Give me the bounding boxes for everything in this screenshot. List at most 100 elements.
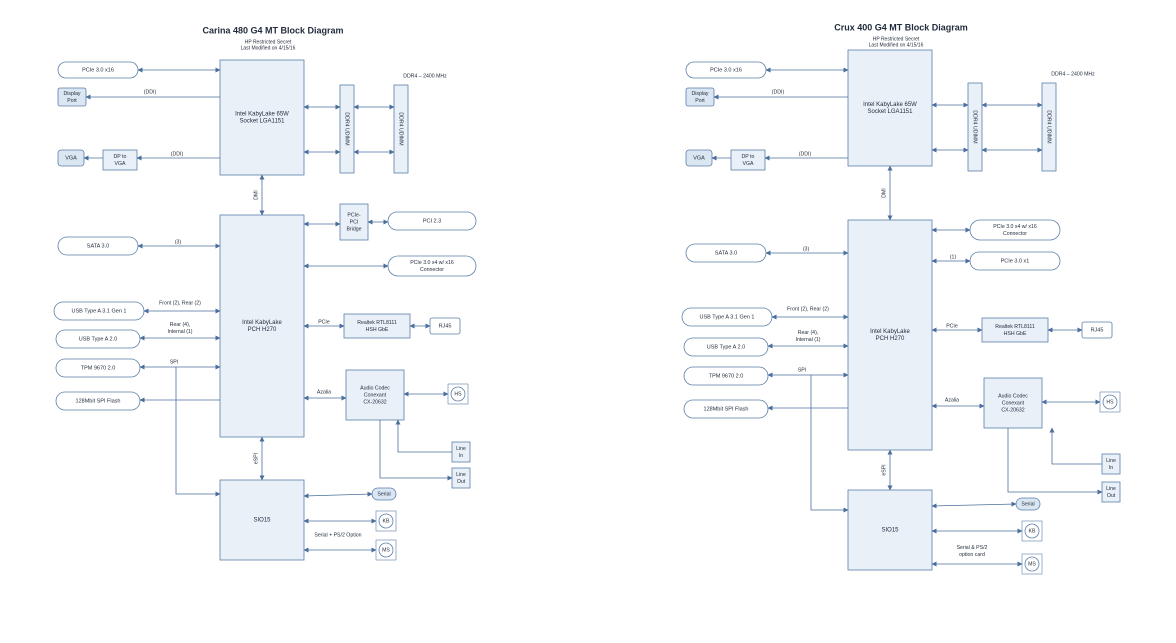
svg-text:PCIe: PCIe	[318, 319, 330, 325]
svg-text:eSPI: eSPI	[881, 464, 887, 475]
svg-text:KB: KB	[383, 518, 390, 524]
d0-ddi-label-1: (DDI)	[144, 89, 157, 95]
d0-ms-port: MS	[375, 539, 397, 561]
d1-diagram-title: Crux 400 G4 MT Block Diagram	[834, 22, 968, 32]
svg-text:Serial + PS/2 Option: Serial + PS/2 Option	[314, 532, 361, 538]
svg-text:Realtek RTL8111: Realtek RTL8111	[995, 324, 1035, 330]
svg-text:Out: Out	[457, 479, 466, 485]
svg-text:In: In	[459, 453, 463, 459]
svg-text:DDR4 UDIMM: DDR4 UDIMM	[398, 112, 404, 145]
d0-ddr-label: DDR4 – 2400 MHz	[403, 73, 447, 79]
svg-text:In: In	[1109, 465, 1113, 471]
svg-text:USB Type A 3.1 Gen 1: USB Type A 3.1 Gen 1	[700, 314, 755, 320]
d1-serial: Serial	[1015, 497, 1041, 511]
svg-text:Intel KabyLake: Intel KabyLake	[870, 329, 910, 335]
svg-text:SATA 3.0: SATA 3.0	[87, 243, 109, 249]
svg-text:SATA 3.0: SATA 3.0	[715, 250, 737, 256]
d0-sio-block: SIO15	[219, 479, 305, 561]
svg-text:PCI: PCI	[350, 219, 359, 225]
svg-text:Display: Display	[63, 91, 80, 97]
svg-text:Azalia: Azalia	[317, 389, 331, 395]
svg-text:Bridge: Bridge	[347, 226, 362, 232]
d1-usb20-label: Rear (4),Internal (1)	[795, 330, 820, 343]
d1-espi-label: eSPI	[881, 464, 887, 475]
d0-espi-label: eSPI	[253, 453, 259, 464]
d0-azalia-label: Azalia	[317, 389, 331, 395]
svg-text:Conexant: Conexant	[1002, 400, 1025, 406]
svg-text:PCIe 3.0 x4 w/ x16: PCIe 3.0 x4 w/ x16	[410, 260, 454, 266]
svg-text:Connector: Connector	[420, 267, 444, 273]
svg-text:Line: Line	[456, 472, 466, 478]
svg-text:SPI: SPI	[798, 367, 806, 373]
svg-text:Realtek RTL8111: Realtek RTL8111	[357, 320, 397, 326]
d0-hs-jack: HS	[447, 383, 469, 405]
svg-text:USB Type A 2.0: USB Type A 2.0	[79, 336, 117, 342]
d1-sata: SATA 3.0	[685, 243, 767, 263]
svg-text:DMI: DMI	[881, 188, 887, 198]
d1-spi-label: SPI	[798, 367, 806, 373]
d1-dimm-1: DDR4 UDIMM	[967, 82, 983, 172]
d0-spi-label: SPI	[170, 359, 178, 365]
svg-text:128Mbit SPI Flash: 128Mbit SPI Flash	[704, 406, 749, 412]
d0-serial: Serial	[371, 487, 397, 501]
svg-text:DMI: DMI	[253, 190, 259, 200]
d1-sata-count: (3)	[803, 246, 810, 252]
svg-text:VGA: VGA	[65, 155, 77, 161]
svg-text:(3): (3)	[803, 246, 810, 252]
d1-subtitle-restricted: HP Restricted Secret	[873, 36, 920, 42]
svg-text:KB: KB	[1029, 528, 1036, 534]
d1-usb31-label: Front (2), Rear (2)	[787, 306, 829, 312]
svg-text:eSPI: eSPI	[253, 453, 259, 464]
svg-text:MS: MS	[382, 547, 390, 553]
d1-serial-edge	[931, 501, 1017, 509]
svg-text:DDR4 UDIMM: DDR4 UDIMM	[1046, 110, 1052, 143]
d1-pcie-x1: PCIe 3.0 x1	[969, 251, 1061, 271]
svg-text:(DDI): (DDI)	[171, 151, 184, 157]
d0-line-in-edge	[395, 419, 452, 453]
d0-usb31-label: Front (2), Rear (2)	[159, 300, 201, 306]
d0-dmi-label: DMI	[253, 190, 259, 200]
svg-text:Carina 480 G4 MT Block Diagram: Carina 480 G4 MT Block Diagram	[202, 25, 343, 35]
d1-ddr-label: DDR4 – 2400 MHz	[1051, 71, 1095, 77]
svg-text:CX-20632: CX-20632	[1001, 407, 1024, 413]
d0-usb31: USB Type A 3.1 Gen 1	[53, 301, 145, 321]
d1-usb31: USB Type A 3.1 Gen 1	[681, 307, 773, 327]
svg-text:Connector: Connector	[1003, 231, 1027, 237]
svg-text:Intel KabyLake: Intel KabyLake	[242, 320, 282, 326]
svg-text:Line: Line	[456, 446, 466, 452]
svg-text:DDR4 UDIMM: DDR4 UDIMM	[344, 112, 350, 145]
d1-pcie-x16: PCIe 3.0 x16	[685, 61, 767, 79]
svg-text:PCIe-: PCIe-	[347, 212, 361, 218]
svg-text:SPI: SPI	[170, 359, 178, 365]
svg-text:VGA: VGA	[115, 161, 126, 167]
svg-text:Azalia: Azalia	[945, 397, 959, 403]
svg-text:Conexant: Conexant	[364, 392, 387, 398]
d0-dimm-2: DDR4 UDIMM	[393, 84, 409, 174]
d1-usb20: USB Type A 2.0	[683, 337, 769, 357]
d1-rj45: RJ45	[1081, 321, 1113, 339]
svg-text:(1): (1)	[950, 254, 957, 260]
d1-vga: VGA	[685, 149, 713, 167]
svg-text:HP Restricted Secret: HP Restricted Secret	[873, 36, 920, 42]
svg-text:option card: option card	[959, 552, 985, 558]
svg-text:SIO15: SIO15	[881, 528, 899, 534]
svg-text:VGA: VGA	[743, 161, 754, 167]
svg-text:Intel KabyLake 65W: Intel KabyLake 65W	[235, 112, 289, 118]
svg-text:Audio Codec: Audio Codec	[360, 385, 390, 391]
svg-text:Audio Codec: Audio Codec	[998, 393, 1028, 399]
svg-text:RJ45: RJ45	[1091, 327, 1104, 333]
svg-text:Port: Port	[695, 98, 705, 104]
d0-diagram-title: Carina 480 G4 MT Block Diagram	[202, 25, 343, 35]
